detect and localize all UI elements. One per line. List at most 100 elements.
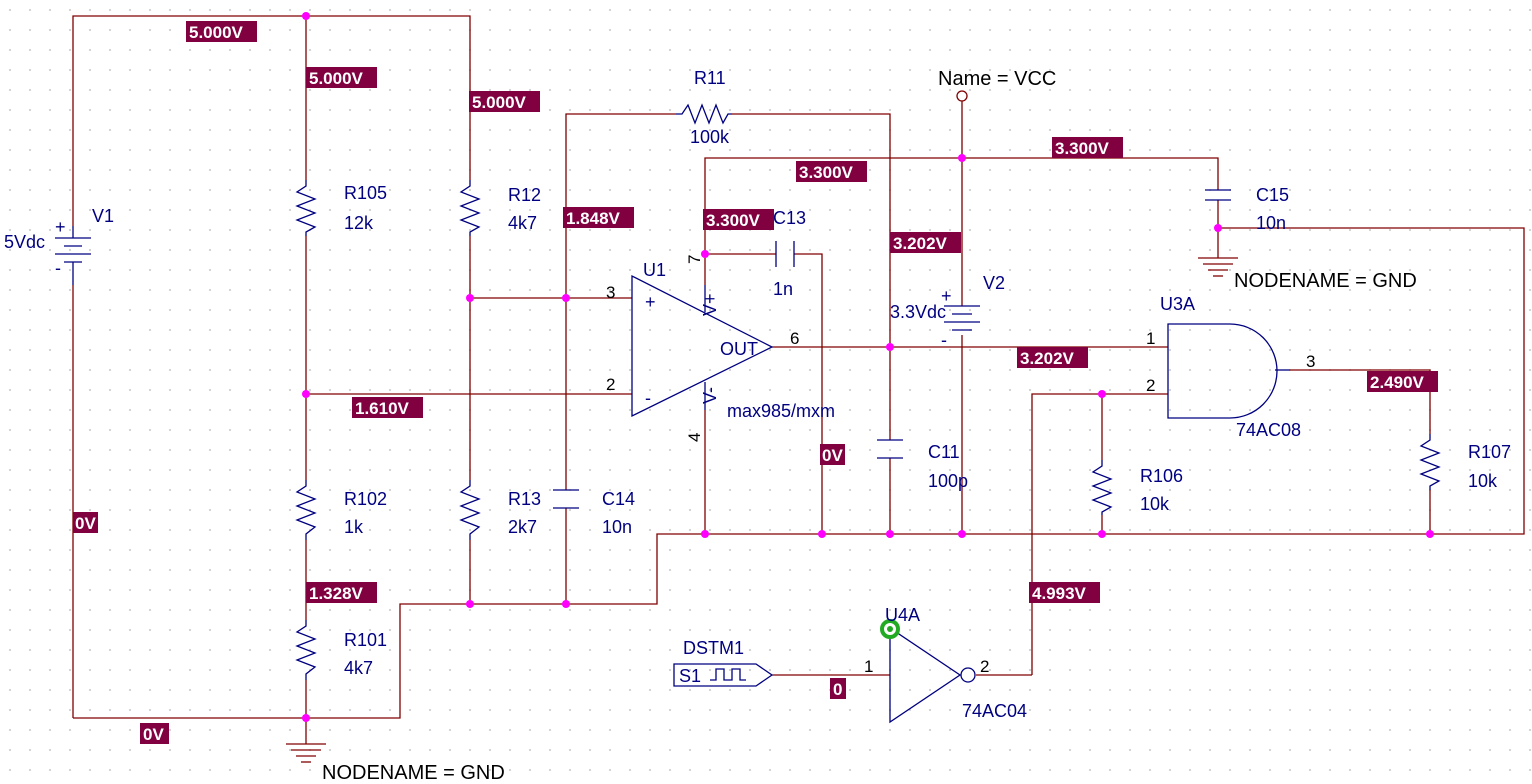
r106-value: 10k [1140,494,1170,514]
svg-text:3.202V: 3.202V [1020,349,1075,368]
r101-ref: R101 [344,630,387,650]
digital-stimulus-dstm1[interactable]: DSTM1 S1 [673,638,774,687]
r105-value: 12k [344,213,374,233]
voltage-marker[interactable]: 0V [73,512,98,533]
vcc-port: Name = VCC [938,68,1056,102]
u1-pin-7: 7 [685,255,704,264]
voltage-marker[interactable]: 1.848V [563,207,634,228]
c14-value: 10n [602,517,632,537]
r101-value: 4k7 [344,658,373,678]
svg-text:3.300V: 3.300V [799,163,854,182]
r11-value: 100k [690,127,730,147]
capacitor-c15[interactable]: C15 10n [1205,185,1289,233]
voltage-marker[interactable]: 2.490V [1367,371,1438,392]
r12-ref: R12 [508,185,541,205]
r12-value: 4k7 [508,213,537,233]
resistor-r106[interactable]: R106 10k [1091,460,1183,515]
u4a-ref: U4A [885,605,920,625]
battery-v1[interactable]: + - V1 5Vdc [4,206,114,285]
u1-pin-6: 6 [790,329,799,348]
svg-text:3.300V: 3.300V [706,211,761,230]
r11-ref: R11 [694,68,726,88]
r105-ref: R105 [344,183,387,203]
voltage-marker[interactable]: 5.000V [306,67,377,88]
r107-value: 10k [1468,471,1498,491]
v2-value: 3.3Vdc [890,302,946,322]
dstm1-ref: DSTM1 [683,638,744,658]
u1-ref: U1 [643,260,666,280]
voltage-marker[interactable]: 3.202V [1017,347,1088,368]
v1-value: 5Vdc [4,232,45,252]
battery-v2[interactable]: + - V2 3.3Vdc [890,273,1005,350]
u3a-pin-2: 2 [1146,376,1155,395]
voltage-marker[interactable]: 3.300V [1052,137,1123,158]
voltage-markers: 5.000V 5.000V 5.000V 1.848V 1.610V 1.328… [73,21,1438,744]
resistor-r101[interactable]: R101 4k7 [295,620,387,680]
resistor-r102[interactable]: R102 1k [295,480,387,540]
voltage-marker[interactable]: 3.300V [796,161,867,182]
svg-text:5.000V: 5.000V [309,69,364,88]
opamp-u1[interactable]: U1 + - OUT V+ V- 3 2 6 7 4 max985/mxm [606,255,835,442]
c14-ref: C14 [602,489,635,509]
v1-ref: V1 [92,206,114,226]
svg-text:+: + [55,217,66,237]
u3a-ref: U3A [1160,294,1195,314]
v2-ref: V2 [983,273,1005,293]
r13-value: 2k7 [508,517,537,537]
u4a-pin-2: 2 [980,657,989,676]
resistor-r11[interactable]: R11 100k [676,68,732,147]
r102-value: 1k [344,517,364,537]
voltage-marker[interactable]: 0V [820,444,845,465]
svg-text:0V: 0V [822,446,843,465]
c13-value: 1n [773,279,793,299]
svg-text:0V: 0V [143,725,164,744]
u1-pin-3: 3 [606,283,615,302]
gnd-label-bottom: NODENAME = GND [322,762,505,784]
resistor-r13[interactable]: R13 2k7 [459,480,541,540]
c13-ref: C13 [773,208,806,228]
u3a-pin-1: 1 [1146,329,1155,348]
voltage-marker[interactable]: 3.300V [703,209,774,230]
resistor-r107[interactable]: R107 10k [1419,434,1511,491]
u3a-pin-3: 3 [1306,352,1315,371]
svg-text:4.993V: 4.993V [1032,584,1087,603]
capacitor-c13[interactable]: C13 1n [773,208,806,299]
voltage-marker[interactable]: 5.000V [469,91,540,112]
svg-text:2.490V: 2.490V [1370,373,1425,392]
svg-text:1.610V: 1.610V [355,399,410,418]
r106-ref: R106 [1140,466,1183,486]
voltage-marker[interactable]: 0 [830,678,846,699]
svg-text:5.000V: 5.000V [189,23,244,42]
svg-text:3.202V: 3.202V [893,234,948,253]
capacitor-c11[interactable]: C11 100p [877,439,968,491]
svg-text:0V: 0V [75,514,96,533]
resistor-r105[interactable]: R105 12k [295,180,387,236]
u3a-model: 74AC08 [1236,420,1301,440]
svg-text:3.300V: 3.300V [1055,139,1110,158]
c15-ref: C15 [1256,185,1289,205]
capacitor-c14[interactable]: C14 10n [553,489,635,537]
svg-text:0: 0 [833,680,842,699]
and-gate-u3a[interactable]: U3A 1 2 3 74AC08 [1146,294,1315,440]
svg-text:-: - [941,330,947,350]
u1-sign-minus: - [645,388,651,408]
voltage-marker[interactable]: 0V [140,723,169,744]
voltage-marker[interactable]: 1.610V [352,397,423,418]
u1-pin-4: 4 [685,433,704,442]
voltage-marker[interactable]: 1.328V [306,582,377,603]
voltage-marker[interactable]: 3.202V [890,232,961,253]
svg-text:-: - [55,258,61,278]
u4a-pin-1: 1 [864,657,873,676]
svg-text:+: + [941,286,952,306]
inverter-u4a[interactable]: U4A 1 2 74AC04 [864,605,1027,724]
voltage-marker[interactable]: 5.000V [186,21,257,42]
c11-value: 100p [928,471,968,491]
voltage-marker[interactable]: 4.993V [1029,582,1100,603]
ground-symbol-bottom: NODENAME = GND [286,743,505,784]
u4a-model: 74AC04 [962,701,1027,721]
dstm1-name: S1 [679,666,701,686]
resistor-r12[interactable]: R12 4k7 [459,180,541,236]
u1-model: max985/mxm [727,401,835,421]
